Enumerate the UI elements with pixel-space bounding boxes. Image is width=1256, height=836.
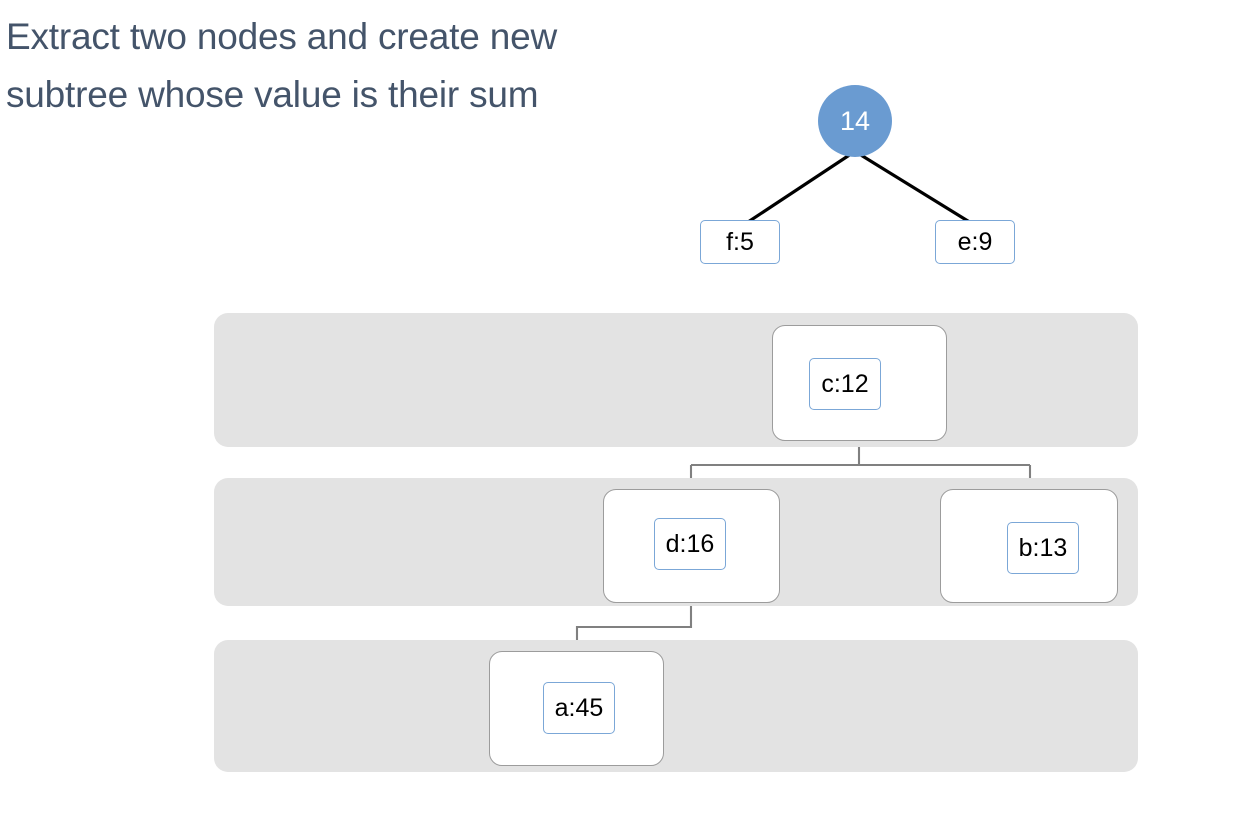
heap-node-a45-label: a:45 [554,693,604,722]
heap-node-d16[interactable]: d:16 [603,489,780,603]
heap-node-b13[interactable]: b:13 [940,489,1118,603]
edge-d16-to-a45 [575,602,693,652]
heap-node-d16-chip[interactable]: d:16 [654,518,726,570]
heap-node-c12[interactable]: c:12 [772,325,947,441]
heap-node-a45[interactable]: a:45 [489,651,664,766]
new-subtree-child-f5[interactable]: f:5 [700,220,780,264]
new-subtree-root-node[interactable]: 14 [818,85,892,157]
page-title: Extract two nodes and create new subtree… [6,16,568,115]
heap-node-a45-chip[interactable]: a:45 [543,682,615,734]
new-subtree-edges [740,150,978,228]
heap-node-c12-label: c:12 [821,369,869,398]
heap-node-d16-label: d:16 [665,529,715,558]
heap-node-b13-label: b:13 [1018,533,1068,562]
new-subtree-root-label: 14 [839,105,871,136]
level-band-3 [214,640,1138,772]
level-band-1 [214,313,1138,447]
edge-root-to-f5 [740,150,856,228]
new-subtree-child-e9-label: e:9 [957,227,993,256]
new-subtree-child-f5-label: f:5 [726,227,754,256]
heap-node-b13-chip[interactable]: b:13 [1007,522,1079,574]
new-subtree-child-e9[interactable]: e:9 [935,220,1015,264]
edge-root-to-e9 [854,150,978,228]
heap-node-c12-chip[interactable]: c:12 [809,358,881,410]
